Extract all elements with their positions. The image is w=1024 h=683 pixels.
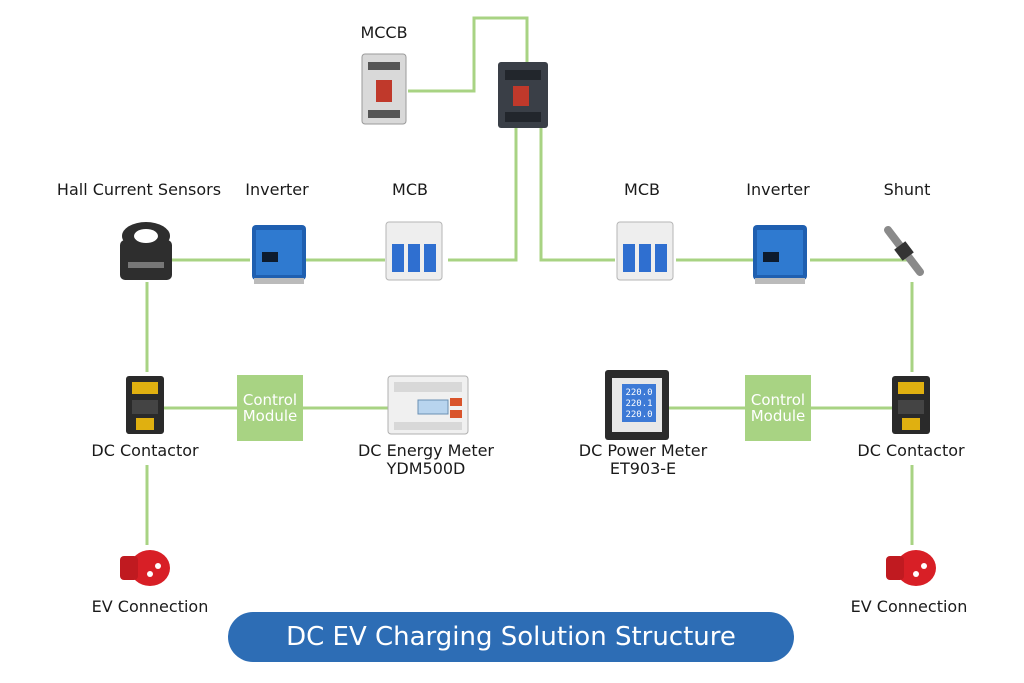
control-module-left: Control Module <box>237 375 303 441</box>
label-shunt: Shunt <box>883 180 931 199</box>
control-module-left-line2: Module <box>242 407 298 425</box>
main-breaker-device <box>498 62 548 128</box>
mcb-right-device <box>616 221 674 281</box>
label-mccb: MCCB <box>360 23 408 42</box>
label-dc-energy-meter: DC Energy Meter YDM500D <box>357 441 495 479</box>
label-dc-contactor-left: DC Contactor <box>91 441 199 460</box>
hall-current-sensor <box>120 222 172 280</box>
dc-power-meter-device: 220.0 220.1 220.0 <box>605 370 669 440</box>
inverter-left-device <box>252 225 306 284</box>
control-module-right: Control Module <box>745 375 811 441</box>
ev-connector-right <box>886 550 936 586</box>
label-dc-power-meter: DC Power Meter ET903-E <box>578 441 708 479</box>
dc-contactor-right-device <box>892 376 930 434</box>
meter-display-row3: 220.0 <box>625 410 652 420</box>
wire-breaker-to-mcb-left <box>448 126 518 262</box>
mcb-left-device <box>385 221 443 281</box>
label-dc-energy-meter-model: YDM500D <box>386 459 466 479</box>
control-module-right-line2: Module <box>750 407 806 425</box>
meter-display-row1: 220.0 <box>625 388 652 398</box>
label-dc-energy-meter-name: DC Energy Meter <box>357 441 495 460</box>
label-dc-power-meter-model: ET903-E <box>609 459 677 479</box>
mccb-device <box>361 53 407 125</box>
label-inverter-left: Inverter <box>245 180 309 199</box>
label-dc-contactor-right: DC Contactor <box>857 441 965 460</box>
dc-energy-meter-device <box>387 375 469 435</box>
shunt-device <box>884 226 924 276</box>
control-module-right-line1: Control <box>750 390 806 409</box>
dc-contactor-left-device <box>126 376 164 434</box>
control-module-left-line1: Control <box>242 390 298 409</box>
wire-breaker-to-mcb-right <box>539 126 615 262</box>
label-hall-current-sensors: Hall Current Sensors <box>56 180 222 199</box>
label-dc-power-meter-name: DC Power Meter <box>578 441 708 460</box>
label-ev-connection-left: EV Connection <box>91 597 209 616</box>
inverter-right-device <box>753 225 807 284</box>
ev-connector-left <box>120 550 170 586</box>
label-mcb-left: MCB <box>392 180 428 199</box>
label-inverter-right: Inverter <box>746 180 810 199</box>
title-banner: DC EV Charging Solution Structure <box>228 612 794 662</box>
label-ev-connection-right: EV Connection <box>850 597 968 616</box>
meter-display-row2: 220.1 <box>625 399 652 409</box>
wires <box>145 16 914 545</box>
wire-mccb-to-breaker <box>408 16 529 93</box>
label-mcb-right: MCB <box>624 180 660 199</box>
